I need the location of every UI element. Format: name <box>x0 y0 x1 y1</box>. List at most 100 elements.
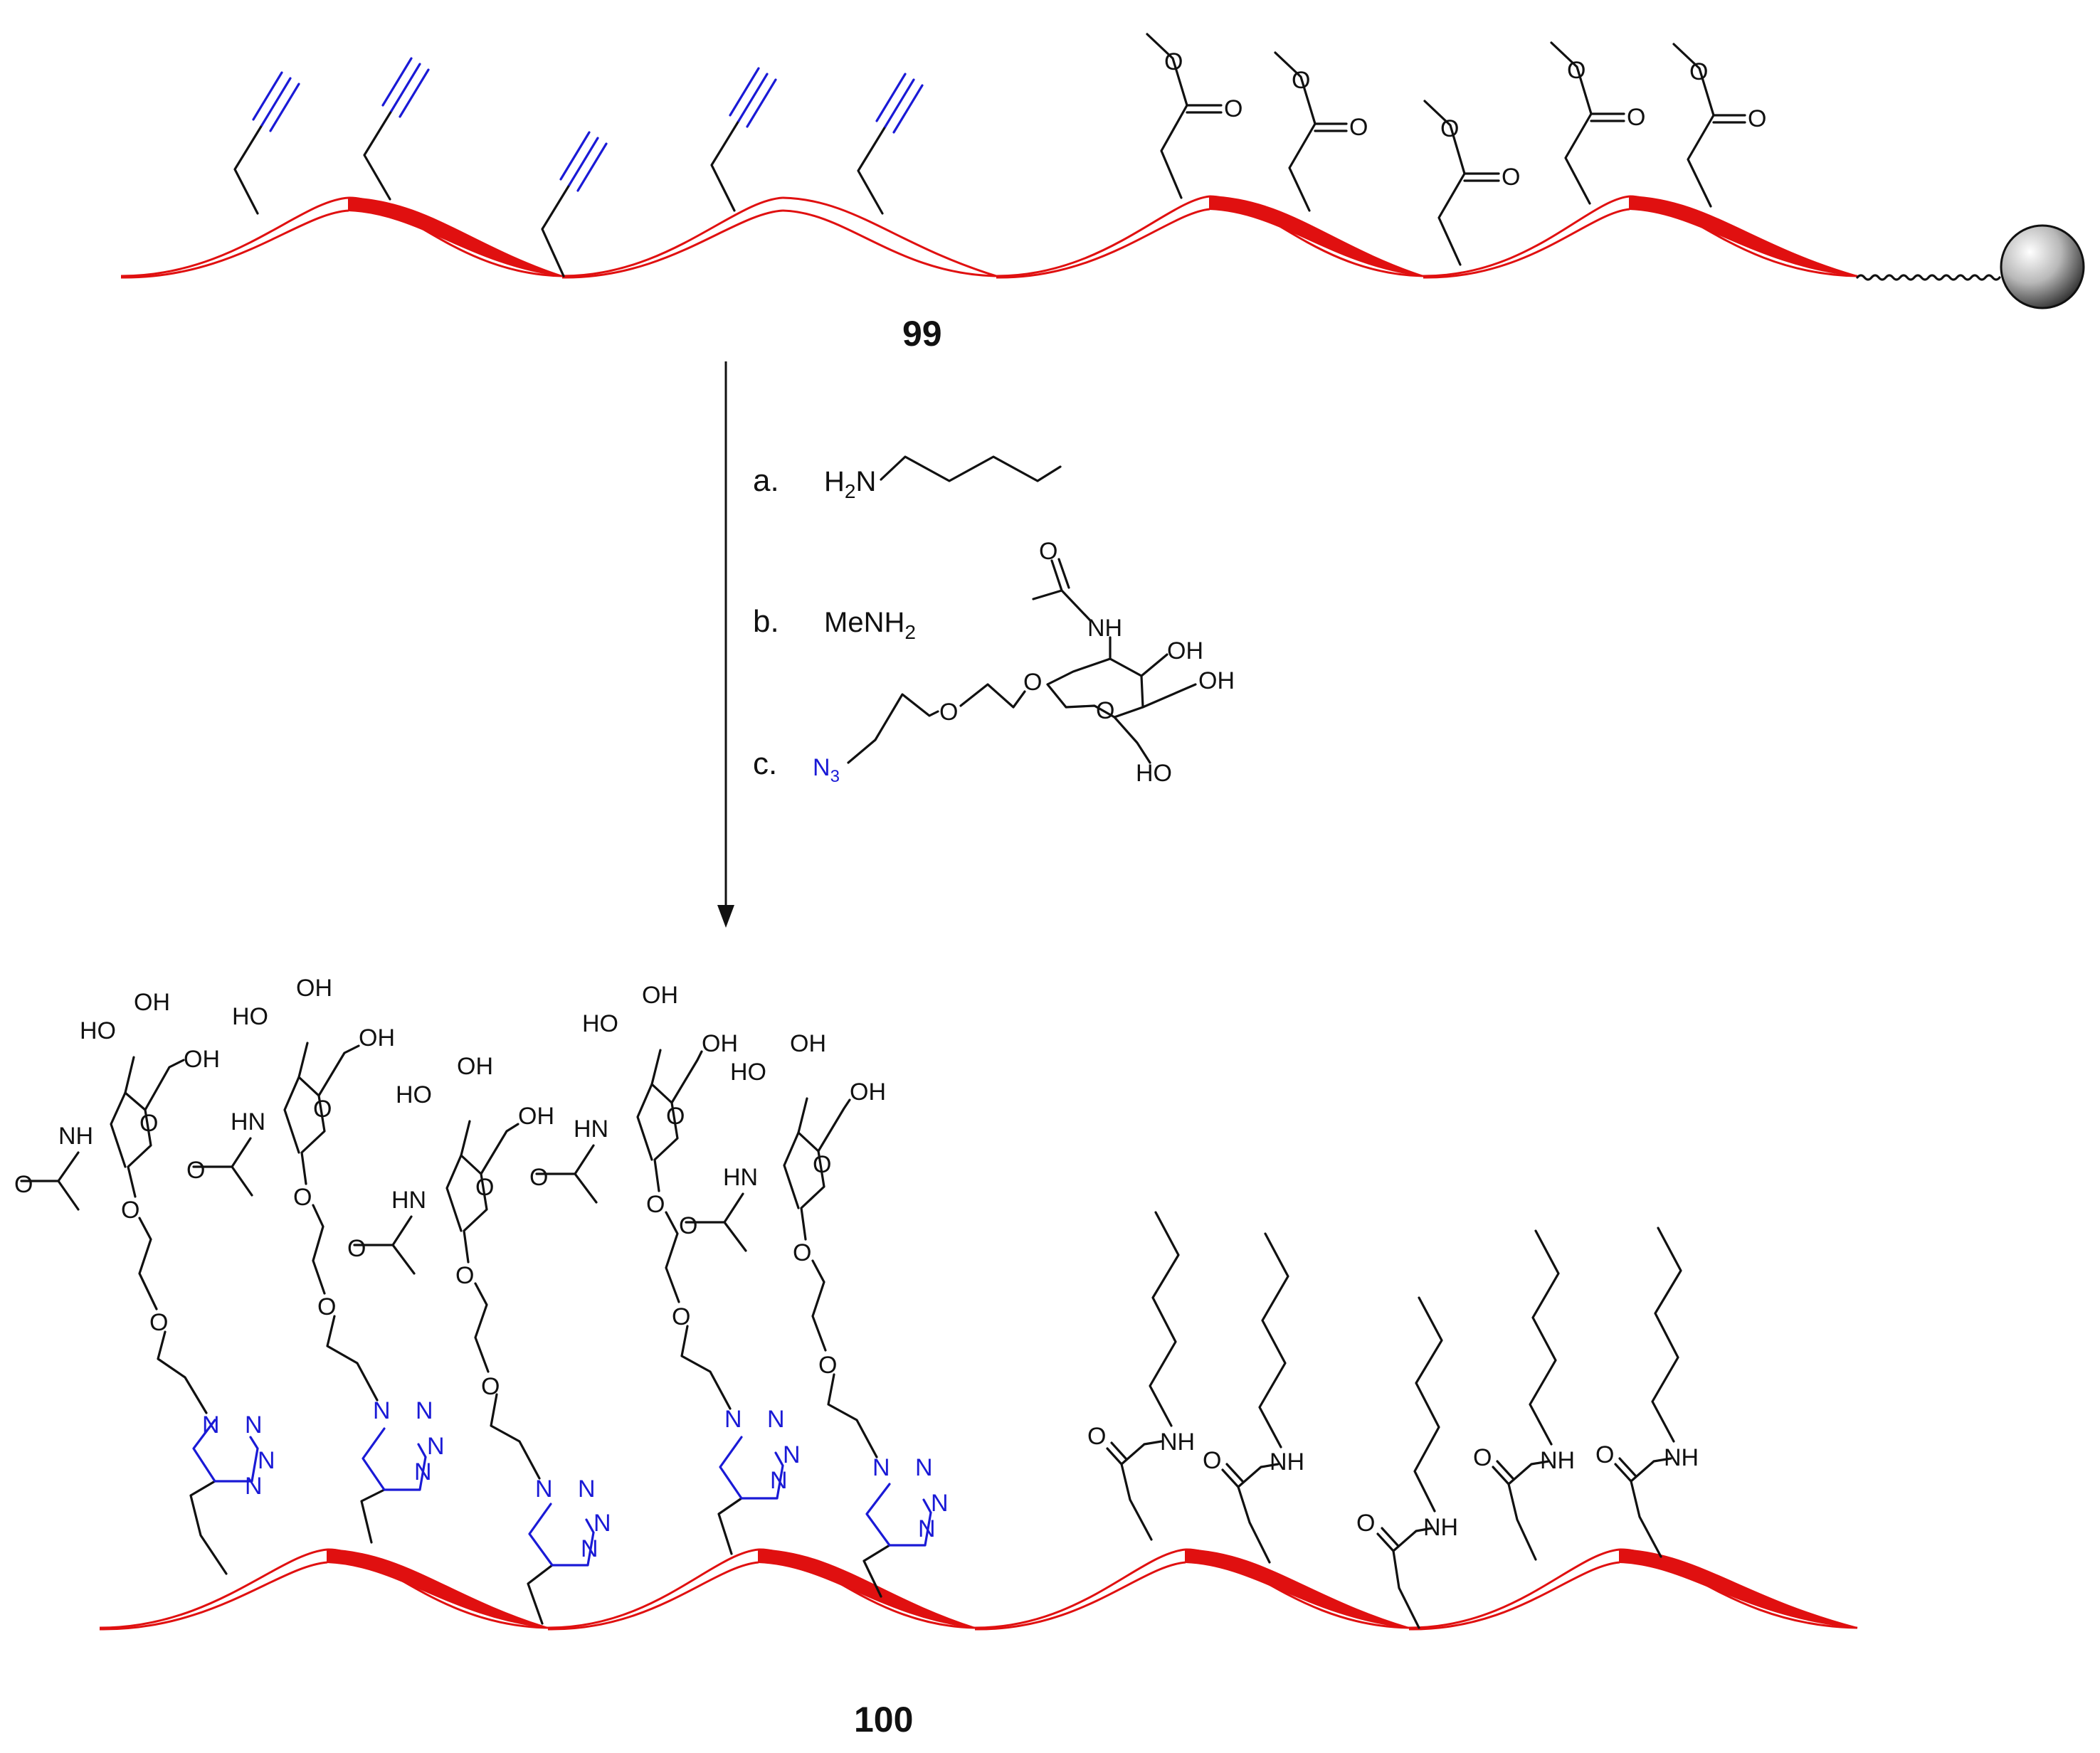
alkyne-chain <box>857 73 924 215</box>
polymer-helix-100 <box>99 1548 1858 1631</box>
wavy-linker <box>1856 274 2001 281</box>
triazole-n4: N <box>918 1515 936 1542</box>
amide-nh: NH <box>1664 1444 1699 1471</box>
amide-o: O <box>1203 1447 1221 1474</box>
linker-o: O <box>481 1373 500 1400</box>
helix-segment <box>99 1548 549 1631</box>
ester-o: O <box>1567 57 1585 84</box>
glcnac-ring <box>1046 657 1144 719</box>
sugar-oh: OH <box>134 989 170 1016</box>
triazole-n4: N <box>770 1467 788 1494</box>
acetyl-o: O <box>14 1171 33 1198</box>
sugar-oh: OH <box>642 982 678 1009</box>
triazole-n1: N <box>724 1406 742 1433</box>
helix-segment <box>547 1548 976 1631</box>
sugar-hn: NH <box>58 1123 93 1150</box>
ester-carbonyl-o: O <box>1502 164 1520 191</box>
ring-o: O <box>475 1174 494 1201</box>
amide-nh: NH <box>1540 1447 1575 1474</box>
step-c: c. N3 O O O NH O OH OH HO <box>753 538 1235 787</box>
amide-chain: O NH <box>1356 1296 1458 1629</box>
amide-o: O <box>1356 1510 1375 1537</box>
amide-chain: O NH <box>1203 1232 1304 1564</box>
sugar-hn: HN <box>231 1108 265 1135</box>
triazole-n4: N <box>414 1458 432 1485</box>
sugar-oh-3: OH <box>1167 637 1203 664</box>
ester-chain: O O <box>1423 100 1520 266</box>
helix-segment <box>561 196 997 279</box>
step-c-label: c. <box>753 746 777 781</box>
sugar-ho: HO <box>80 1017 116 1044</box>
linker-o: O <box>939 699 958 726</box>
glycan-chain: N N N N O O O HN O HO OH OH <box>529 982 801 1555</box>
sugar-oh: OH <box>359 1024 395 1052</box>
linker-o: O <box>818 1352 837 1379</box>
ester-carbonyl-o: O <box>1748 105 1766 132</box>
triazole-n3: N <box>931 1490 949 1517</box>
linker-o: O <box>455 1262 474 1289</box>
triazole-n3: N <box>783 1441 801 1468</box>
resin-bead <box>2000 224 2085 309</box>
pentylamine-chain <box>880 455 1062 482</box>
sugar-oh: OH <box>518 1103 554 1130</box>
alkyne-chain <box>233 71 300 215</box>
ester-chain: O O <box>1146 33 1242 199</box>
triazole-n2: N <box>416 1397 433 1424</box>
sugar-oh-4: OH <box>1198 667 1235 694</box>
sugar-ho-6: HO <box>1136 760 1172 787</box>
alkyne-chain <box>363 57 430 201</box>
sugar-oh: OH <box>790 1030 826 1057</box>
sugar-oh: OH <box>850 1079 886 1106</box>
sugar-oh: OH <box>296 975 332 1002</box>
amide-nh: NH <box>1160 1429 1195 1456</box>
pentylamine-h: H2N <box>824 466 876 502</box>
linker-o: O <box>149 1309 168 1336</box>
alkyne-chain <box>541 131 608 277</box>
ring-o: O <box>813 1151 831 1178</box>
sugar-nh: NH <box>1087 615 1122 642</box>
triazole-n2: N <box>245 1412 263 1439</box>
glycan-chain: N N N N O O O HN O HO OH OH <box>679 1030 949 1598</box>
helix-segment <box>1423 195 1858 279</box>
ester-chain: O O <box>1672 43 1766 208</box>
ring-o: O <box>313 1096 332 1123</box>
step-b-label: b. <box>753 604 779 639</box>
sugar-ho: HO <box>582 1010 618 1037</box>
triazole-n4: N <box>581 1535 598 1562</box>
triazole-n2: N <box>767 1406 785 1433</box>
ester-o: O <box>1292 67 1310 94</box>
reaction-arrow <box>717 361 734 928</box>
helix-segment <box>974 1548 1410 1631</box>
sugar-hn: HN <box>574 1116 608 1143</box>
ring-o: O <box>139 1110 158 1137</box>
ester-chain: O O <box>1550 41 1645 205</box>
azido-linker <box>847 693 939 764</box>
compound-label-100: 100 <box>854 1700 913 1739</box>
sugar-ho: HO <box>730 1059 766 1086</box>
sugar-oh: OH <box>184 1046 220 1073</box>
glycan-chain: N N N N O O O HN O HO OH OH <box>186 975 445 1544</box>
triazole-n1: N <box>373 1397 391 1424</box>
sugar-hn: HN <box>723 1164 758 1191</box>
acetyl-o: O <box>679 1212 697 1239</box>
acetyl-o: O <box>1039 538 1057 565</box>
ester-carbonyl-o: O <box>1224 95 1242 122</box>
amide-side-chains: O NH O NH O NH O NH O <box>1087 1211 1699 1629</box>
sugar-ho: HO <box>396 1081 432 1108</box>
linker-o: O <box>793 1239 811 1266</box>
linker-o: O <box>646 1191 665 1218</box>
amide-nh: NH <box>1423 1514 1458 1541</box>
helix-segment <box>120 196 563 279</box>
acetyl-o: O <box>186 1157 205 1184</box>
triazole-n4: N <box>245 1473 263 1500</box>
sugar-hn: HN <box>391 1187 426 1214</box>
ester-chain: O O <box>1274 51 1368 212</box>
ester-o: O <box>1164 48 1183 75</box>
linker-o: O <box>121 1197 139 1224</box>
glycan-chain: N N N N O O O NH O HO OH OH <box>14 989 275 1575</box>
amide-chain: O NH <box>1087 1211 1195 1541</box>
triazole-n1: N <box>202 1412 220 1439</box>
ring-o: O <box>666 1103 685 1130</box>
amide-o: O <box>1473 1444 1492 1471</box>
